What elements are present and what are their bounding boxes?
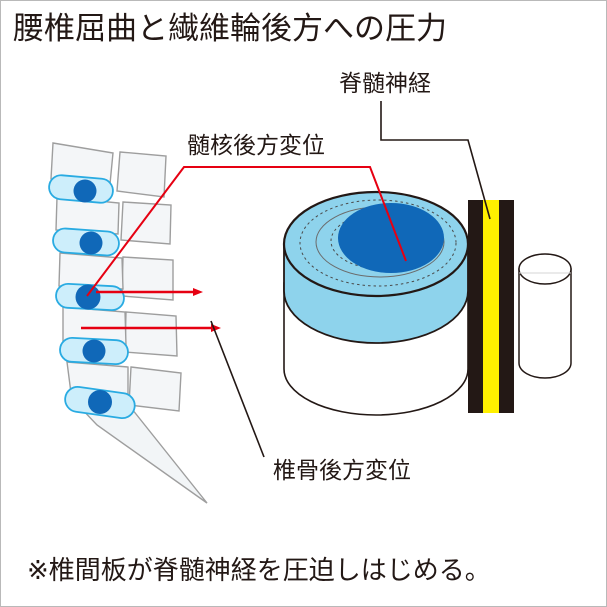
spinous-process	[116, 151, 167, 198]
disc	[55, 282, 125, 312]
annulus-ring	[299, 199, 457, 287]
spinous-process	[120, 201, 172, 245]
disc	[59, 336, 129, 366]
page-title: 腰椎屈曲と繊維輪後方への圧力	[13, 11, 447, 47]
leader-line-nucleus	[86, 166, 407, 297]
vertebral-body	[58, 252, 124, 290]
nucleus-pulposus	[88, 390, 112, 414]
label-vertebra-displacement: 椎骨後方変位	[273, 458, 411, 484]
spinal-nerve	[468, 200, 514, 413]
disc	[52, 227, 120, 257]
leader-line-nerve	[380, 101, 491, 220]
page-caption: ※椎間板が脊髄神経を圧迫しはじめる。	[27, 556, 491, 586]
spinous-process	[124, 311, 178, 357]
spinous-processes	[116, 151, 182, 412]
nucleus-pulposus	[73, 179, 97, 203]
nucleus-pulposus	[82, 339, 106, 363]
label-spinal-nerve: 脊髄神経	[339, 71, 431, 97]
nucleus-pulposus	[79, 231, 103, 255]
pressure-arrows	[81, 288, 221, 332]
intervertebral-discs	[48, 174, 136, 420]
label-nucleus-displacement: 髄核後方変位	[187, 133, 325, 159]
sacrum	[76, 404, 208, 504]
nucleus-pulposus	[338, 203, 444, 273]
vertebral-bodies	[50, 142, 129, 396]
posterior-element-cylinder	[518, 253, 572, 379]
nerve-core	[483, 200, 499, 413]
leader-line-vertebra	[210, 320, 265, 458]
nucleus-pulposus	[75, 284, 101, 310]
disc	[64, 385, 136, 420]
disc-3d-model	[282, 190, 470, 416]
spinous-process	[121, 256, 174, 301]
spine-lateral-view	[48, 142, 208, 504]
disc	[48, 174, 114, 204]
spinous-process	[128, 366, 182, 412]
annulus-fibrosus-top	[282, 190, 470, 298]
